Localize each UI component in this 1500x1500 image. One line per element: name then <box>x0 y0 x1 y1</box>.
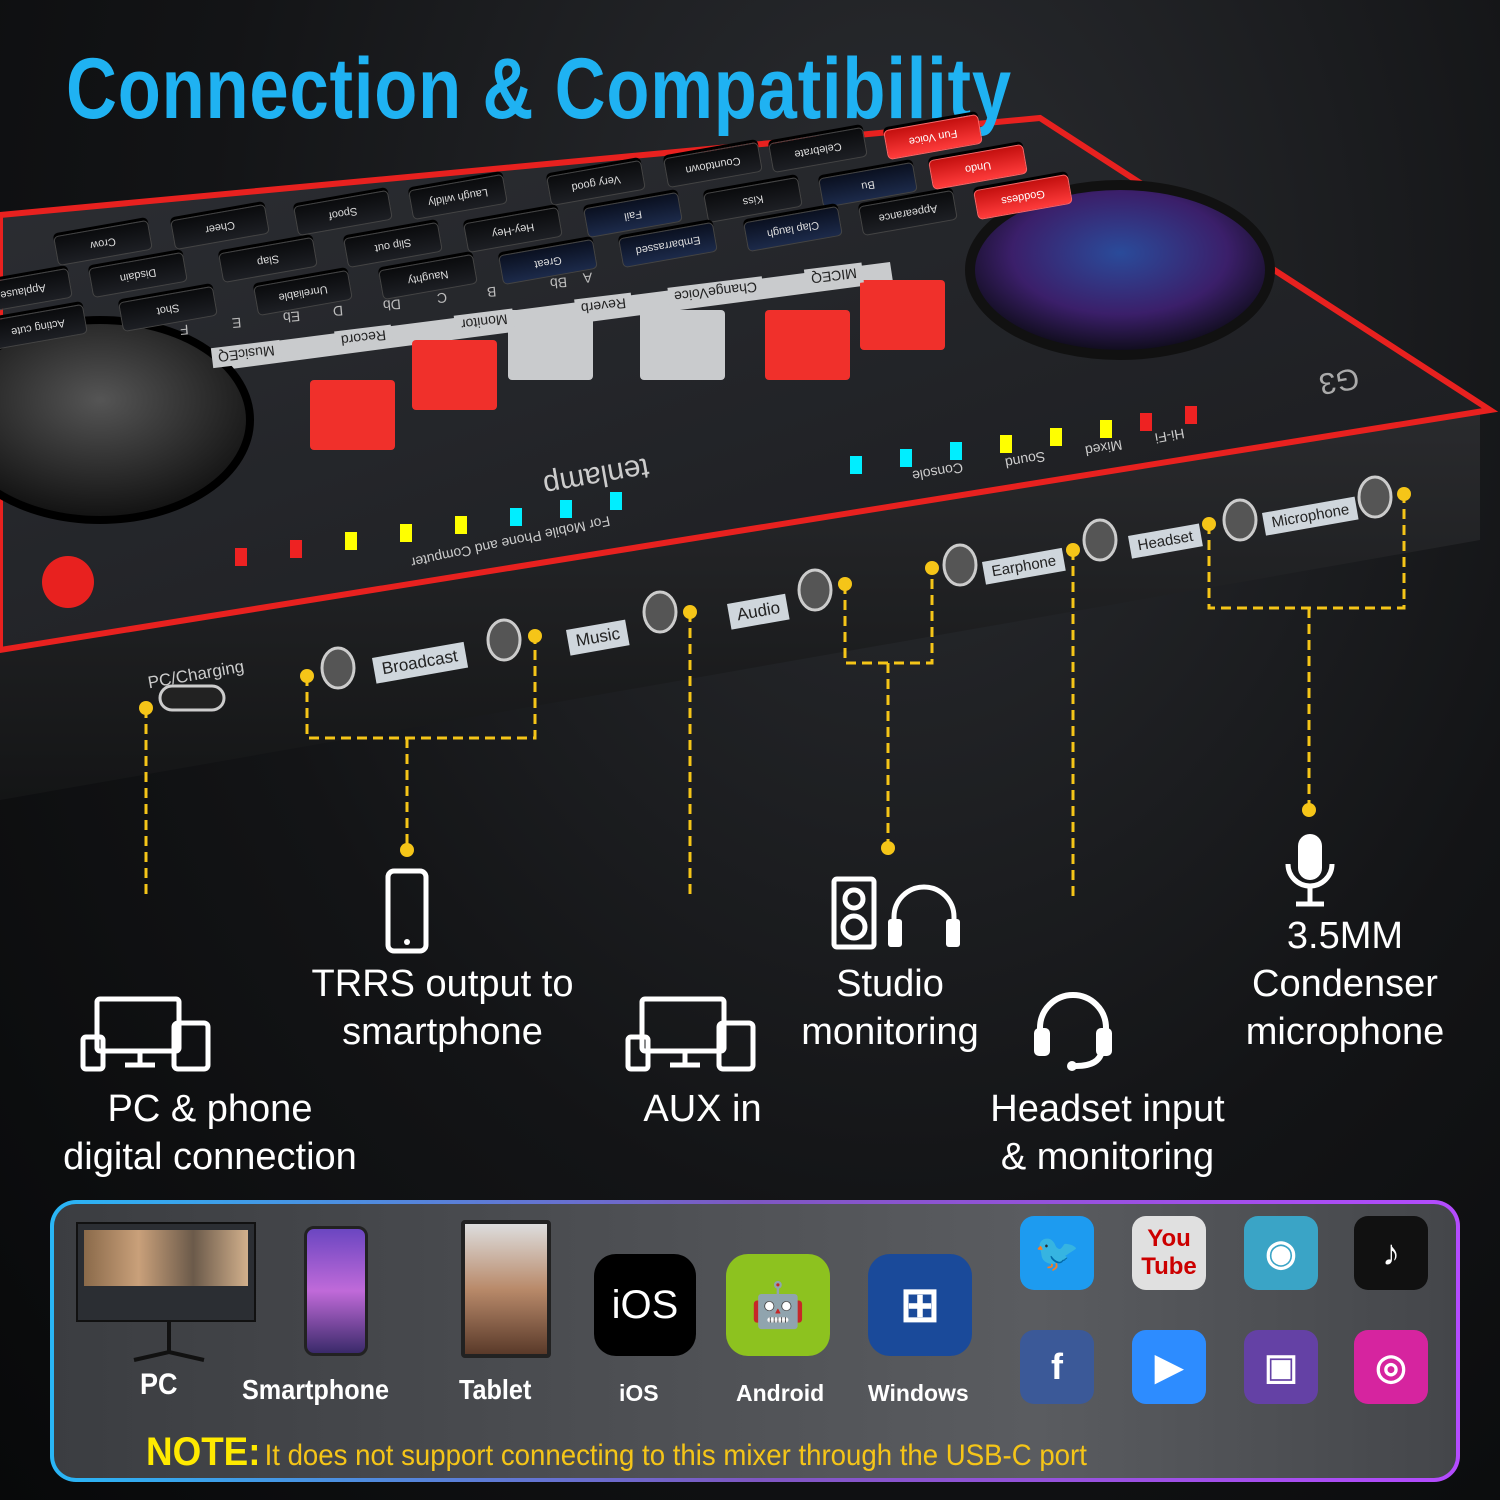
zoom-icon: ▶ <box>1132 1330 1206 1404</box>
jack-sockets <box>158 475 1393 712</box>
os-label-windows: Windows <box>868 1380 969 1406</box>
callout-text: Studio <box>836 963 944 1005</box>
windows-logo-icon: ⊞ <box>868 1254 972 1356</box>
callout-text: digital connection <box>63 1136 357 1178</box>
key-label: E <box>231 314 243 332</box>
os-label-ios: iOS <box>619 1380 659 1406</box>
callout-aux: AUX in <box>600 1085 805 1133</box>
callout-mic: 3.5MM Condenser microphone <box>1220 912 1470 1056</box>
callout-headset: Headset input & monitoring <box>960 1085 1255 1181</box>
headset-icon <box>1034 992 1112 1071</box>
device-label-pc: PC <box>140 1368 178 1401</box>
callout-text: TRRS output to <box>311 963 574 1005</box>
instagram-icon: ◎ <box>1354 1330 1428 1404</box>
callout-pc-phone: PC & phone digital connection <box>30 1085 390 1181</box>
smartphone-image <box>304 1226 368 1356</box>
right-knob <box>965 180 1275 360</box>
callout-text: Headset input <box>990 1088 1225 1130</box>
callout-dots <box>139 487 1411 857</box>
microphone-icon <box>1285 834 1335 907</box>
level-leds <box>235 406 1197 566</box>
callout-text: monitoring <box>801 1011 979 1053</box>
monitor-stand <box>133 1322 205 1362</box>
youtube-icon: You Tube <box>1132 1216 1206 1290</box>
device-label-smartphone: Smartphone <box>242 1374 390 1405</box>
key-label: C <box>436 289 448 307</box>
device-label-tablet: Tablet <box>459 1374 532 1405</box>
left-knob <box>0 316 254 524</box>
tiktok-icon: ♪ <box>1354 1216 1428 1290</box>
smartphone-icon <box>385 868 429 954</box>
callout-lines <box>144 494 1406 900</box>
tablet-image <box>461 1220 551 1358</box>
facebook-icon: f <box>1020 1330 1094 1404</box>
callout-studio: Studio monitoring <box>780 960 1000 1056</box>
callout-trrs: TRRS output to smartphone <box>265 960 620 1056</box>
note: NOTE: It does not support connecting to … <box>146 1430 1087 1475</box>
android-logo-icon: 🤖 <box>726 1254 830 1356</box>
faders <box>310 280 945 450</box>
key-label: F <box>179 321 190 339</box>
key-label: Eb <box>282 308 301 326</box>
ios-logo-icon: iOS <box>594 1254 696 1356</box>
pc-phone-tablet-icon <box>80 996 211 1072</box>
key-label: Db <box>382 296 402 314</box>
callout-text: PC & phone <box>107 1088 313 1130</box>
speaker-headphones-icon <box>831 876 960 950</box>
os-label-android: Android <box>736 1380 825 1406</box>
page-title: Connection & Compatibility <box>66 41 1012 137</box>
callout-text: & monitoring <box>1000 1136 1215 1178</box>
pc-image <box>76 1222 256 1322</box>
note-text: It does not support connecting to this m… <box>264 1439 1087 1472</box>
compatibility-panel: PC Smartphone Tablet iOS 🤖 ⊞ iOS Android… <box>50 1200 1460 1482</box>
key-label: A <box>582 269 594 287</box>
mixer-front-face <box>0 400 1480 800</box>
power-button <box>42 556 94 608</box>
twitch-icon: ▣ <box>1244 1330 1318 1404</box>
key-label: Bb <box>549 274 568 292</box>
pc-phone-tablet-icon <box>625 996 756 1072</box>
callout-text: AUX in <box>643 1088 762 1130</box>
note-label: NOTE: <box>146 1430 261 1474</box>
callout-text: Condenser <box>1252 963 1438 1005</box>
callout-text: 3.5MM <box>1286 915 1404 957</box>
callout-text: smartphone <box>342 1011 543 1053</box>
periscope-icon: ◉ <box>1244 1216 1318 1290</box>
callout-text: microphone <box>1245 1011 1445 1053</box>
twitter-icon: 🐦 <box>1020 1216 1094 1290</box>
key-label: D <box>332 302 344 320</box>
key-label: B <box>486 283 498 301</box>
